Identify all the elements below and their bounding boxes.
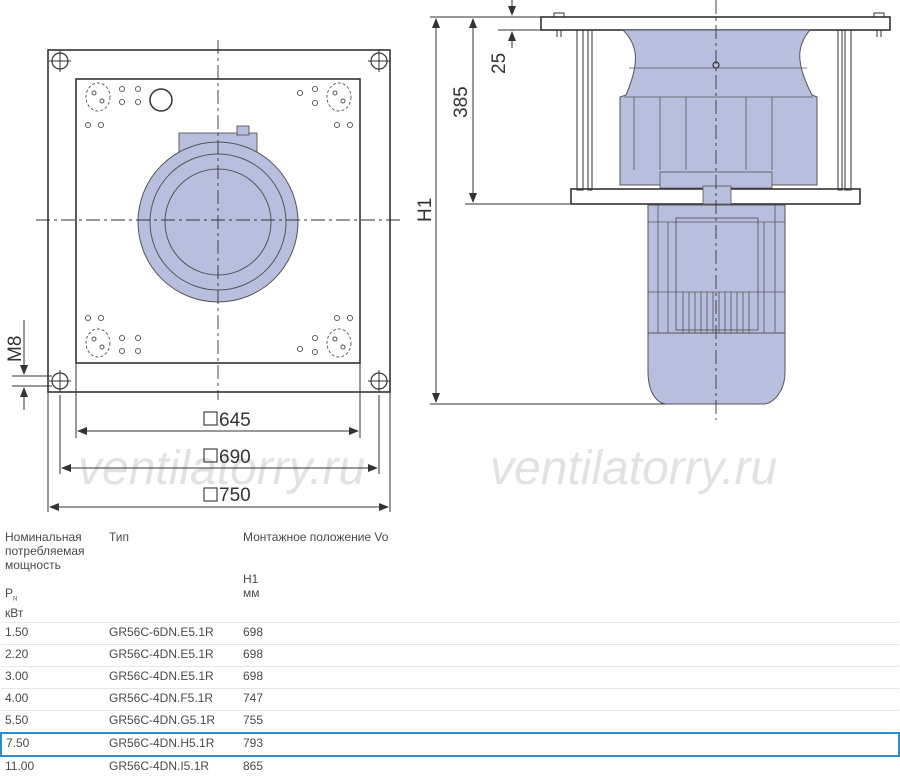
cell-type: GR56C-4DN.E5.1R (105, 666, 239, 689)
cell-power: 3.00 (1, 666, 105, 689)
cell-power: 4.00 (1, 688, 105, 711)
plan-dimensions (47, 363, 391, 512)
cell-power: 2.20 (1, 644, 105, 667)
header-power: Номинальная потребляемая мощность PN кВт (1, 528, 105, 623)
cell-h1: 865 (239, 755, 899, 778)
dim-25: 25 (489, 53, 510, 74)
watermark-right: ventilatorry.ru (490, 442, 777, 495)
cell-type: GR56C-4DN.F5.1R (105, 688, 239, 711)
cell-type: GR56C-6DN.E5.1R (105, 622, 239, 645)
dim-690: 690 (219, 447, 251, 468)
p-letter: P (5, 586, 14, 600)
cell-power: 11.00 (1, 755, 105, 778)
cell-h1: 755 (239, 710, 899, 734)
dim-645: 645 (219, 410, 251, 431)
dim-h1: H1 (415, 198, 436, 222)
header-h1: H1 (243, 572, 259, 586)
side-view (540, 0, 891, 420)
cell-h1: 793 (239, 732, 900, 758)
header-p-symbol: PN (5, 586, 101, 606)
header-power-line3: мощность (5, 558, 61, 572)
spec-table: Номинальная потребляемая мощность PN кВт… (0, 528, 900, 778)
header-type: Тип (109, 530, 130, 544)
cell-h1: 698 (239, 666, 899, 689)
cell-h1: 698 (239, 644, 899, 667)
cell-type: GR56C-4DN.H5.1R (105, 732, 239, 758)
cell-power: 1.50 (1, 622, 105, 645)
header-mounting: Монтажное положение Vo H1 мм (239, 528, 899, 623)
header-unit-h1: мм (243, 586, 260, 600)
cell-type: GR56C-4DN.G5.1R (105, 710, 239, 734)
dim-750: 750 (219, 485, 251, 506)
cell-type: GR56C-4DN.E5.1R (105, 644, 239, 667)
header-power-line1: Номинальная (5, 530, 82, 544)
cell-h1: 698 (239, 622, 899, 645)
table-header-row: Номинальная потребляемая мощность PN кВт… (1, 528, 899, 623)
cell-power: 7.50 (0, 732, 105, 758)
p-subscript: N (13, 596, 18, 603)
height-dimensions (430, 0, 665, 405)
m8-dimension (12, 320, 52, 410)
cell-power: 5.50 (1, 710, 105, 734)
cell-h1: 747 (239, 688, 899, 711)
header-mounting-label: Монтажное положение Vo (243, 530, 389, 544)
dim-m8: M8 (5, 336, 26, 362)
technical-drawing: ventilatorry.ru ventilatorry.ru (5, 0, 891, 512)
header-power-line2: потребляемая (5, 544, 85, 558)
dim-385: 385 (451, 86, 472, 118)
top-view (36, 40, 400, 400)
header-unit-power: кВт (5, 606, 24, 621)
cell-type: GR56C-4DN.I5.1R (105, 755, 239, 778)
